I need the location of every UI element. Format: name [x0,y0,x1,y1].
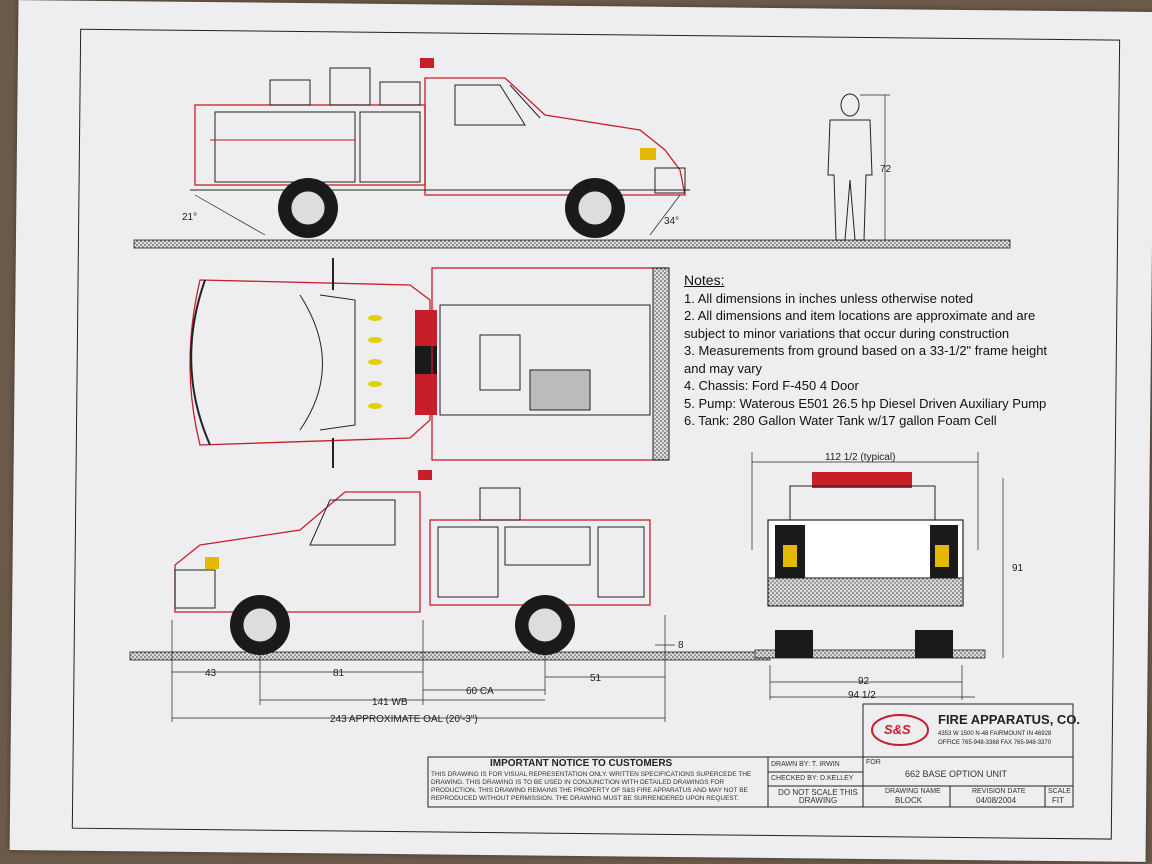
company-logo: S&S [884,722,911,737]
do-not-scale: DO NOT SCALE THIS DRAWING [778,788,858,805]
scale-value: FIT [1052,796,1064,805]
dim-ground-clearance: 8 [678,640,684,651]
person-height-label: 72 [880,164,892,175]
company-address: 4353 W 1500 N-48 FAIRMOUNT IN 46928 [938,731,1052,737]
note-line: 4. Chassis: Ford F-450 4 Door [684,378,859,393]
ground-line [133,239,1011,249]
dim-rear-overhang: 51 [590,673,602,684]
notice-body: THIS DRAWING IS FOR VISUAL REPRESENTATIO… [431,771,752,802]
drawn-by: DRAWN BY: T. IRWIN [771,761,840,768]
rear-view [751,452,1004,700]
dim-cab-axle: 81 [333,668,345,679]
note-line: 3. Measurements from ground based on a 3… [684,343,1048,358]
side-view-passenger [129,470,771,722]
drawing-name-label: DRAWING NAME [885,788,941,795]
title-block-grid [427,703,1074,808]
dim-overall-width: 94 1/2 [848,690,876,701]
dim-front-overhang: 43 [205,668,217,679]
person-scale-figure [827,93,890,241]
note-line: subject to minor variations that occur d… [684,325,1010,341]
drawing-name: BLOCK [895,796,923,805]
dim-typical-width: 112 1/2 (typical) [825,452,896,463]
notice-title: IMPORTANT NOTICE TO CUSTOMERS [490,758,673,769]
revision-date: 04/08/2004 [976,796,1017,805]
dim-oal: 243 APPROXIMATE OAL (20'-3") [330,714,478,725]
dim-ca: 60 CA [466,686,494,697]
for-value: 662 BASE OPTION UNIT [905,769,1008,779]
note-line: and may vary [684,360,763,376]
note-line: 2. All dimensions and item locations are… [684,308,1036,323]
plan-view [189,258,670,468]
company-name: FIRE APPARATUS, CO. [938,712,1081,727]
revision-label: REVISION DATE [972,788,1026,795]
checked-by: CHECKED BY: D.KELLEY [771,775,854,782]
company-phone: OFFICE 765-948-3368 FAX 765-948-3370 [938,740,1052,746]
note-line: 5. Pump: Waterous E501 26.5 hp Diesel Dr… [684,395,1047,411]
notes-title: Notes: [684,272,725,288]
notes-block: Notes: 1. All dimensions in inches unles… [684,272,1094,430]
scale-label: SCALE [1048,788,1071,795]
front-angle-label: 34° [664,216,680,227]
dim-wheelbase: 141 WB [372,697,408,708]
dim-rear-height: 91 [1012,563,1024,574]
dim-body-width: 92 [858,676,870,687]
for-label: FOR [866,759,881,766]
note-line: 6. Tank: 280 Gallon Water Tank w/17 gall… [684,413,997,428]
note-line: 1. All dimensions in inches unless other… [684,290,974,306]
rear-angle-label: 21° [182,212,198,223]
ground-line-lower [129,651,771,661]
side-view-driver [133,58,1011,249]
